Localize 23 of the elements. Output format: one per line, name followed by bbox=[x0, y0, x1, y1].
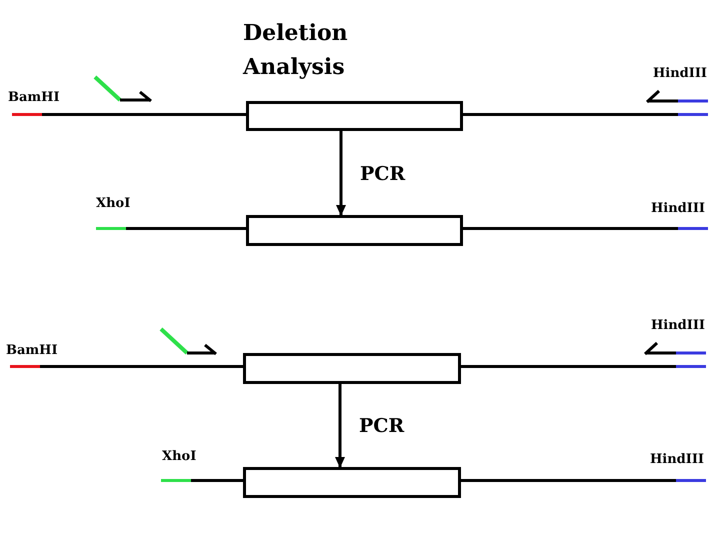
dna-strand-line bbox=[126, 227, 246, 230]
restriction-site-label: BamHI bbox=[8, 91, 60, 106]
dna-strand-line bbox=[463, 227, 678, 230]
arrow bbox=[336, 131, 346, 216]
title: Deletion Analysis bbox=[243, 19, 349, 82]
arrow bbox=[335, 384, 345, 468]
restriction-site-label: BamHI bbox=[6, 344, 58, 359]
gene-region-box bbox=[246, 101, 463, 131]
dna-strand-line bbox=[40, 365, 243, 368]
restriction-site-label: HindIII bbox=[651, 319, 706, 334]
dna-strand-line bbox=[461, 479, 676, 482]
dna-strand-line bbox=[461, 365, 676, 368]
gene-region-box bbox=[246, 215, 463, 246]
gene-region-box bbox=[243, 467, 461, 498]
restriction-site-label: HindIII bbox=[653, 67, 708, 82]
dna-strand-line bbox=[191, 479, 243, 482]
restriction-site-label: XhoI bbox=[96, 197, 130, 212]
dna-strand-line bbox=[42, 113, 246, 116]
restriction-site-label: XhoI bbox=[162, 450, 196, 465]
restriction-site-label: HindIII bbox=[651, 202, 706, 217]
dna-strand-line bbox=[463, 113, 678, 116]
restriction-site-label: HindIII bbox=[650, 453, 704, 468]
gene-region-box bbox=[243, 353, 461, 384]
